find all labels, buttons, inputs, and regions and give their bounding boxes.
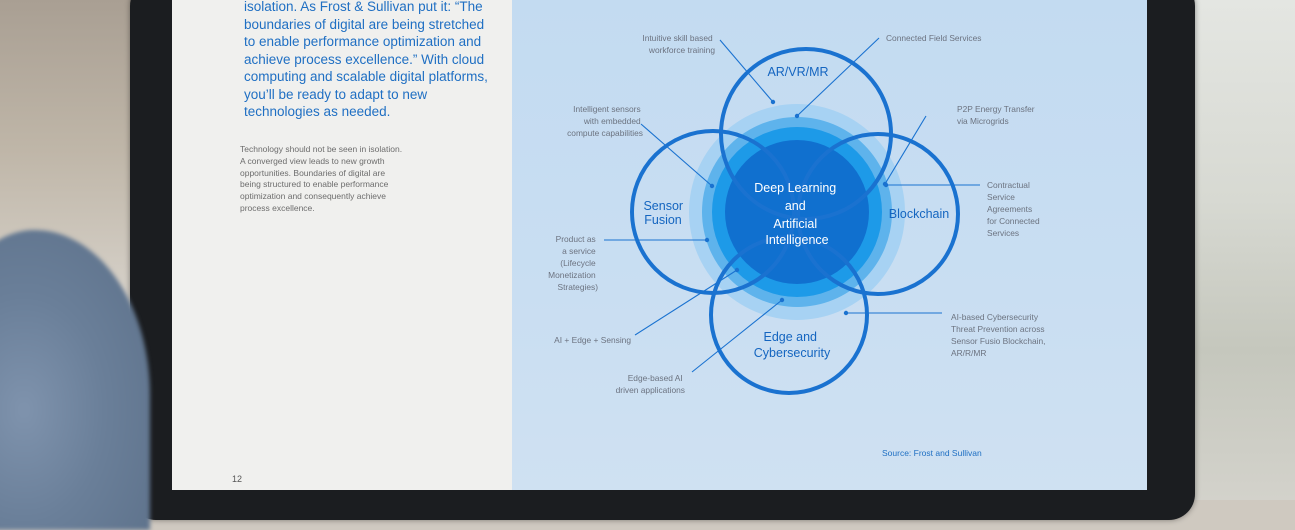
annotation-line: AR/R/MR: [951, 348, 986, 358]
center-line: and: [785, 199, 806, 213]
annotation-line: with embedded: [583, 116, 641, 126]
leader-dot: [843, 310, 849, 316]
leader-lines: [604, 37, 980, 373]
annotation-line: compute capabilities: [567, 128, 643, 138]
annotation-line: Service: [987, 192, 1015, 202]
annotation-line: workforce training: [648, 45, 715, 55]
body-line: being structured to enable performance: [240, 179, 389, 190]
annotation-line: Services: [987, 228, 1019, 238]
annotation-line: Threat Prevention across: [951, 324, 1045, 334]
leader-dot: [883, 182, 889, 188]
annotation-line: Agreements: [987, 204, 1032, 214]
annotation-line: for Connected: [987, 216, 1040, 226]
edge-cybersecurity-circle: [709, 235, 869, 395]
leader-line: [691, 299, 783, 373]
annotation-connected-field: Connected Field Services: [886, 33, 981, 43]
annotation-line: Intelligent sensors: [573, 104, 641, 114]
body-line: optimization and consequently achieve: [240, 191, 387, 202]
annotation-edge-ai: Edge-based AI driven applications: [616, 373, 685, 395]
quote-line: to enable performance optimization and: [244, 34, 482, 49]
pull-quote: isolation. As Frost & Sullivan put it: “…: [244, 0, 504, 121]
annotation-line: Strategies): [558, 282, 599, 292]
annotation-intelligent-sensors: Intelligent sensors with embedded comput…: [567, 104, 643, 138]
annotation-product-service: Product as a service (Lifecycle Monetiza…: [548, 234, 598, 292]
leader-line: [884, 115, 927, 185]
annotation-line: driven applications: [616, 385, 685, 395]
leader-line: [719, 39, 774, 103]
left-page: isolation. As Frost & Sullivan put it: “…: [172, 0, 512, 490]
annotation-ai-cybersecurity: AI-based Cybersecurity Threat Prevention…: [951, 312, 1048, 358]
quote-line: technologies as needed.: [244, 104, 391, 119]
leader-dot: [794, 113, 800, 119]
leader-line: [796, 37, 880, 117]
leader-dot: [709, 183, 715, 189]
quote-line: achieve process excellence.” With cloud: [244, 51, 485, 67]
center-label: Deep Learning and Artificial Intelligenc…: [754, 181, 840, 247]
body-line: opportunities. Boundaries of digital are: [240, 167, 386, 178]
blockchain-label: Blockchain: [889, 207, 949, 221]
annotation-line: Sensor Fusio Blockchain,: [951, 336, 1046, 346]
page-number: 12: [232, 474, 243, 484]
sensor-fusion-line: Fusion: [644, 213, 682, 227]
leader-line: [634, 269, 738, 336]
annotation-line: Product as: [556, 234, 596, 244]
sensor-fusion-line: Sensor: [643, 199, 683, 213]
annotation-line: AI-based Cybersecurity: [951, 312, 1039, 322]
annotation-skill-training: Intuitive skill based workforce training: [642, 33, 715, 55]
quote-line: isolation. As Frost & Sullivan put it: “…: [244, 0, 483, 14]
annotation-p2p-energy: P2P Energy Transfer via Microgrids: [957, 104, 1037, 126]
edge-cyber-line: Edge and: [763, 330, 817, 344]
leader-dot: [734, 267, 740, 273]
leader-dot: [779, 297, 785, 303]
annotation-line: Contractual: [987, 180, 1030, 190]
quote-line: computing and scalable digital platforms…: [244, 69, 488, 84]
center-line: Intelligence: [765, 233, 828, 247]
center-line: Deep Learning: [754, 181, 836, 195]
ar-vr-mr-label: AR/VR/MR: [767, 65, 828, 79]
annotation-line: P2P Energy Transfer: [957, 104, 1035, 114]
body-line: A converged view leads to new growth: [240, 155, 385, 166]
annotation-line: a service: [562, 246, 596, 256]
body-paragraph: Technology should not be seen in isolati…: [240, 144, 440, 215]
background-right: [1175, 0, 1295, 500]
annotation-ai-edge-sensing: AI + Edge + Sensing: [554, 335, 631, 345]
body-line: process excellence.: [240, 202, 315, 213]
quote-line: boundaries of digital are being stretche…: [244, 16, 485, 32]
leader-dots: [704, 99, 889, 316]
annotation-line: Monetization: [548, 270, 596, 280]
blockchain-circle: [796, 132, 960, 296]
leader-line: [640, 123, 713, 187]
tablet-bezel-bottom: [172, 490, 1147, 500]
annotation-contractual: Contractual Service Agreements for Conne…: [987, 180, 1042, 238]
convergence-diagram: Deep Learning and Artificial Intelligenc…: [548, 33, 1048, 395]
tablet-screen: isolation. As Frost & Sullivan put it: “…: [172, 0, 1147, 500]
quote-line: you’ll be ready to adapt to new: [244, 86, 428, 102]
sensor-fusion-label: Sensor Fusion: [643, 199, 686, 227]
center-line: Artificial: [773, 217, 817, 231]
edge-cybersecurity-label: Edge and Cybersecurity: [754, 330, 831, 360]
annotation-line: (Lifecycle: [560, 258, 596, 268]
leader-dot: [704, 237, 710, 243]
source-caption: Source: Frost and Sullivan: [882, 448, 982, 458]
edge-cyber-line: Cybersecurity: [754, 346, 831, 360]
annotation-line: via Microgrids: [957, 116, 1009, 126]
leader-dot: [770, 99, 776, 105]
annotation-line: Edge-based AI: [628, 373, 683, 383]
annotation-line: Intuitive skill based: [642, 33, 713, 43]
body-line: Technology should not be seen in isolati…: [240, 144, 403, 154]
